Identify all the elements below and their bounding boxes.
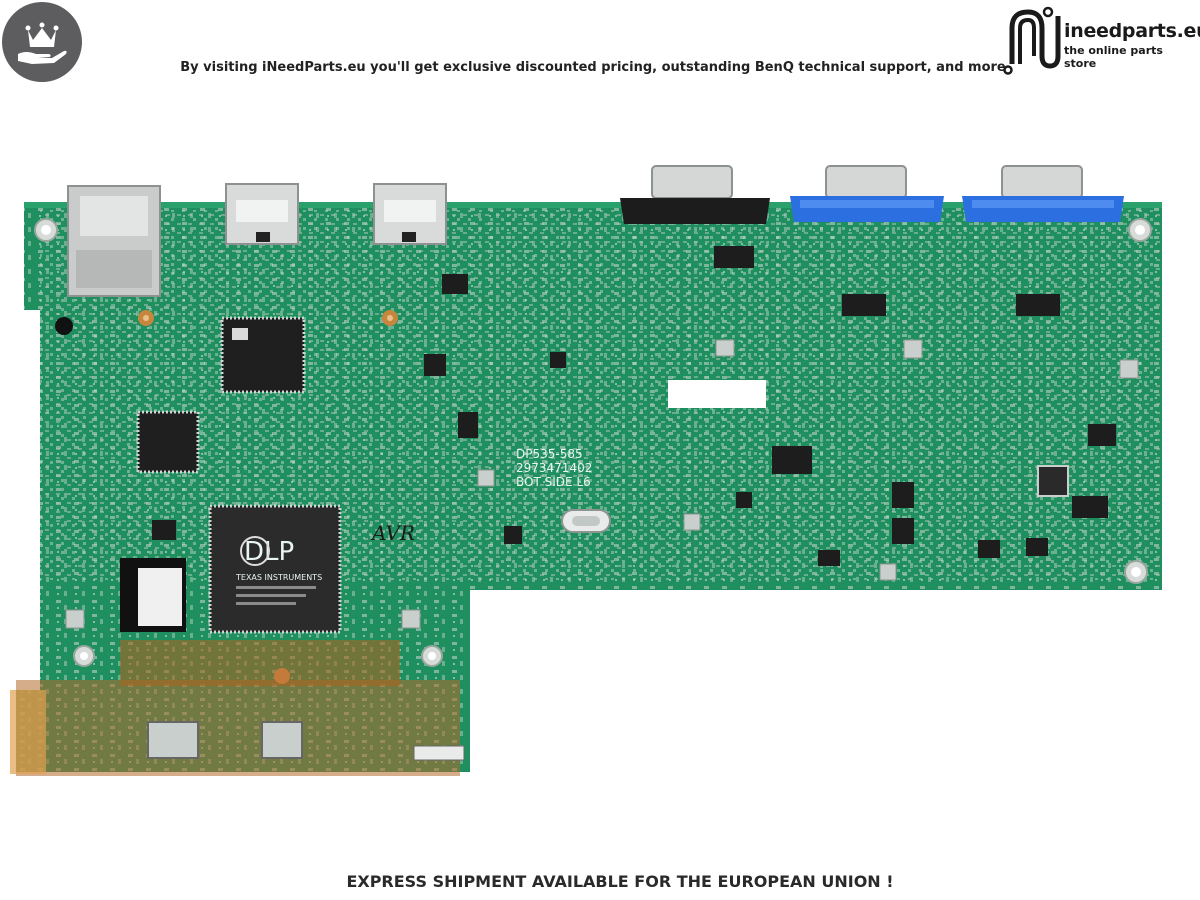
ic-chip-ite xyxy=(220,316,306,394)
bottom-component-2 xyxy=(261,721,303,759)
dsub-connector-black xyxy=(620,165,770,224)
silkscreen-model: DP535-585 xyxy=(516,447,583,461)
silver-components xyxy=(65,339,1139,629)
logo-circuit-icon xyxy=(1003,6,1061,75)
crown-hand-icon xyxy=(18,22,67,64)
silkscreen-partno: 2973471402 xyxy=(516,461,592,475)
vga-connector-blue-1 xyxy=(790,165,944,222)
transistor xyxy=(55,317,73,335)
kapton-tape xyxy=(10,640,460,776)
ineedparts-logo[interactable]: ineedparts.eu the online parts store xyxy=(1002,4,1200,76)
crystal-oscillator xyxy=(561,509,611,533)
dlp-chip-maker: TEXAS INSTRUMENTS xyxy=(235,573,322,582)
bottom-connector xyxy=(413,745,465,761)
ethernet-port xyxy=(67,185,161,297)
hdmi-port-2 xyxy=(373,183,447,245)
inductor xyxy=(1037,465,1069,497)
soic-chips xyxy=(152,246,1116,566)
mounting-holes xyxy=(34,218,1152,667)
logo-subtitle: the online parts store xyxy=(1064,44,1163,70)
bottom-component-1 xyxy=(147,721,199,759)
hdmi-port-1 xyxy=(225,183,299,245)
blank-label xyxy=(668,380,766,408)
shipping-banner: EXPRESS SHIPMENT AVAILABLE FOR THE EUROP… xyxy=(346,872,894,891)
crown-badge xyxy=(2,2,82,82)
vga-connector-blue-2 xyxy=(962,165,1124,222)
dlp-chip: DLP TEXAS INSTRUMENTS xyxy=(208,504,342,634)
ic-chip-small-1 xyxy=(136,410,200,474)
silkscreen-side: BOT SIDE L6 xyxy=(516,475,591,489)
top-tagline: By visiting iNeedParts.eu you'll get exc… xyxy=(180,60,1006,75)
flat-cable-connector xyxy=(120,558,186,632)
pcb-board-image: DLP TEXAS INSTRUMENTS xyxy=(10,165,1162,776)
handwritten-mark: AVR xyxy=(370,521,415,545)
logo-name: ineedparts.eu xyxy=(1064,20,1200,42)
